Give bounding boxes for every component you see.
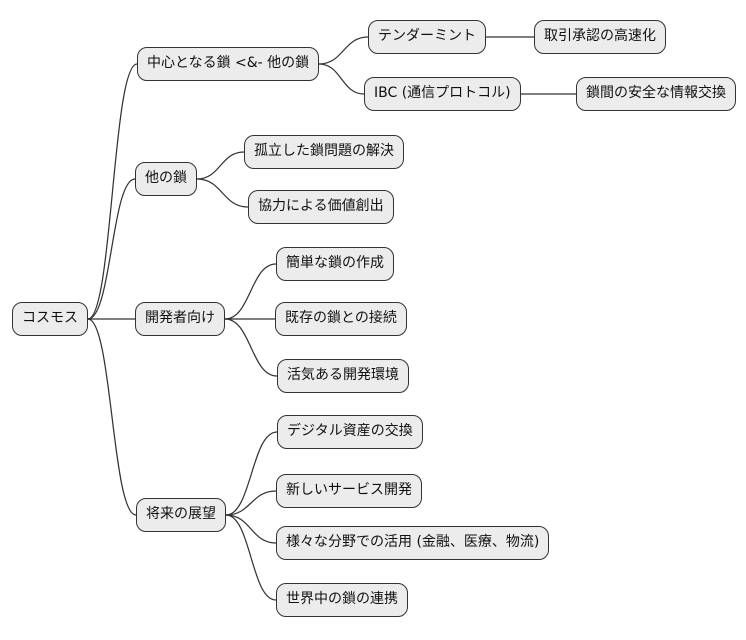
mindmap-edge-b3-c7 [224, 318, 278, 377]
mindmap-node-c3: 孤立した鎖問題の解決 [244, 135, 404, 169]
mindmap-node-c6: 既存の鎖との接続 [275, 302, 407, 336]
mindmap-edge-b3-c5 [224, 263, 277, 320]
mindmap-node-c1: テンダーミント [368, 20, 486, 54]
mindmap-edge-root-b2 [87, 178, 136, 320]
mindmap-node-c11: 世界中の鎖の連携 [276, 583, 408, 617]
mindmap-node-c9: 新しいサービス開発 [276, 474, 422, 508]
mindmap-node-c4: 協力による価値創出 [248, 190, 394, 224]
mindmap-edge-b2-c4 [196, 178, 249, 208]
mindmap-node-b4: 将来の展望 [136, 498, 226, 532]
mindmap-node-c8: デジタル資産の交換 [277, 415, 423, 449]
mindmap-edge-b4-c11 [225, 514, 277, 601]
mindmap-edge-b4-c9 [225, 490, 277, 516]
mindmap-node-root: コスモス [12, 302, 88, 336]
mindmap-edge-root-b4 [87, 318, 137, 516]
mindmap-node-d2: 鎖間の安全な情報交換 [576, 77, 736, 111]
mindmap-node-c5: 簡単な鎖の作成 [276, 247, 394, 281]
mindmap-edge-b1-c1 [318, 36, 369, 65]
mindmap-node-c2: IBC (通信プロトコル) [364, 77, 521, 111]
mindmap-edge-b1-c2 [318, 63, 365, 95]
mindmap-edge-root-b1 [87, 63, 138, 320]
mindmap-edge-b4-c10 [225, 514, 277, 544]
mindmap-node-c10: 様々な分野での活用 (金融、医療、物流) [276, 526, 550, 560]
mindmap-node-b3: 開発者向け [135, 302, 225, 336]
mindmap-edge-b2-c3 [196, 151, 245, 180]
mindmap-node-b1: 中心となる鎖 <&- 他の鎖 [137, 47, 320, 81]
mindmap-node-c7: 活気ある開発環境 [277, 359, 409, 393]
mindmap-edge-b4-c8 [225, 431, 278, 516]
mindmap-node-d1: 取引承認の高速化 [534, 20, 666, 54]
mindmap-node-b2: 他の鎖 [135, 162, 197, 196]
